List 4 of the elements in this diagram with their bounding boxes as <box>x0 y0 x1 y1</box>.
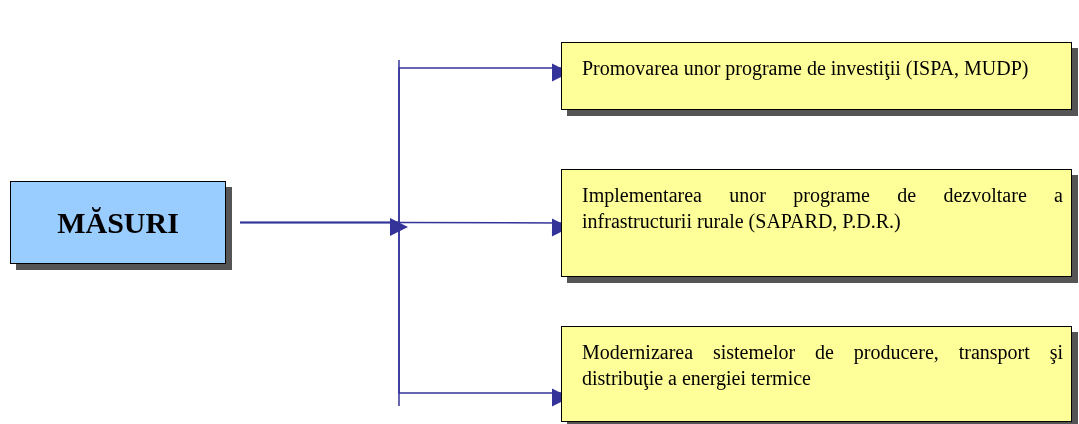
heading-text: MĂSURI <box>57 205 179 240</box>
measure-text: Implementarea unor programe de dezvoltare a infrastructurii rurale (SAPARD, P.D.R.) <box>582 183 1063 234</box>
measure-text: Promovarea unor programe de investiţii (ISPA, MUDP) <box>582 56 1030 81</box>
measure-text: Modernizarea sistemelor de producere, transport şi distribuţie a energiei termice <box>582 340 1063 391</box>
